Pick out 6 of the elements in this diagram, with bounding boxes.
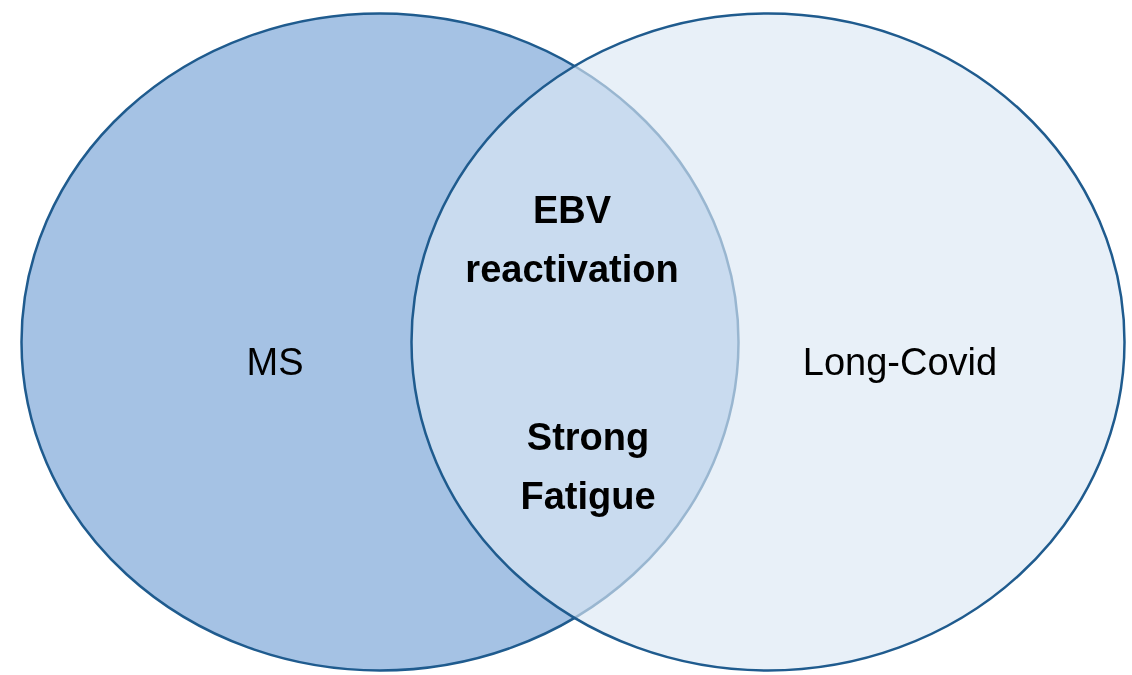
circle-label: Long-Covid [802,340,998,384]
overlap-label: EBV reactivation [464,188,680,292]
circle-label: MS [246,340,304,384]
venn-circle [20,12,740,672]
overlap-label: Strong Fatigue [519,415,657,519]
venn-circle [410,12,1126,672]
